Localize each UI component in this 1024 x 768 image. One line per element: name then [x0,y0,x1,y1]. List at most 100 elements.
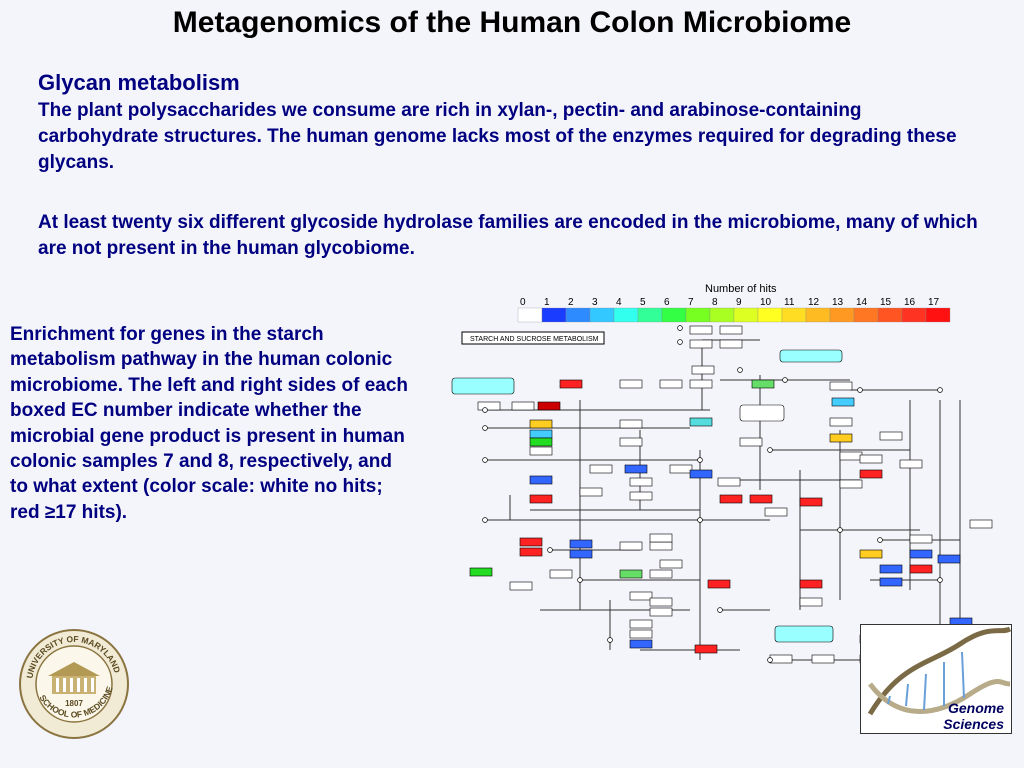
compound-node[interactable] [482,407,488,413]
enzyme-box[interactable] [629,639,653,649]
enzyme-box[interactable] [529,446,553,456]
enzyme-box[interactable] [511,401,535,411]
enzyme-box[interactable] [569,539,593,549]
enzyme-box[interactable] [689,469,713,479]
enzyme-box[interactable] [649,533,673,543]
compound-node[interactable] [717,607,723,613]
enzyme-box[interactable] [691,365,715,375]
enzyme-box[interactable] [879,564,903,574]
enzyme-box[interactable] [799,597,823,607]
enzyme-box[interactable] [649,597,673,607]
enzyme-box[interactable] [839,479,863,489]
enzyme-box[interactable] [529,429,553,439]
enzyme-box[interactable] [879,431,903,441]
compound-node[interactable] [877,537,883,543]
compound-node[interactable] [577,577,583,583]
enzyme-box[interactable] [829,417,853,427]
map-link-retinol[interactable] [739,404,785,422]
compound-node[interactable] [482,457,488,463]
enzyme-box[interactable] [717,477,741,487]
enzyme-box[interactable] [579,487,603,497]
enzyme-box[interactable] [839,451,863,461]
compound-node[interactable] [857,387,863,393]
enzyme-box[interactable] [689,379,713,389]
compound-node[interactable] [482,517,488,523]
compound-node[interactable] [547,547,553,553]
enzyme-box[interactable] [859,454,883,464]
enzyme-box[interactable] [649,541,673,551]
enzyme-box[interactable] [619,541,643,551]
compound-node[interactable] [937,577,943,583]
enzyme-box[interactable] [629,591,653,601]
enzyme-box[interactable] [799,497,823,507]
enzyme-box[interactable] [659,379,683,389]
enzyme-box[interactable] [799,579,823,589]
enzyme-box[interactable] [909,534,933,544]
enzyme-box[interactable] [719,325,743,335]
enzyme-box[interactable] [831,397,855,407]
compound-node[interactable] [482,425,488,431]
enzyme-box[interactable] [649,569,673,579]
enzyme-box[interactable] [559,379,583,389]
enzyme-box[interactable] [689,325,713,335]
enzyme-box[interactable] [829,381,853,391]
compound-node[interactable] [677,325,683,331]
enzyme-box[interactable] [739,437,763,447]
compound-node[interactable] [677,339,683,345]
enzyme-box[interactable] [937,554,961,564]
compound-node[interactable] [767,447,773,453]
enzyme-box[interactable] [689,417,713,427]
enzyme-box[interactable] [529,419,553,429]
enzyme-box[interactable] [629,619,653,629]
enzyme-box[interactable] [537,401,561,411]
compound-node[interactable] [737,367,743,373]
enzyme-box[interactable] [519,537,543,547]
enzyme-box[interactable] [477,401,501,411]
enzyme-box[interactable] [659,559,683,569]
enzyme-box[interactable] [529,475,553,485]
enzyme-box[interactable] [749,494,773,504]
enzyme-box[interactable] [619,569,643,579]
compound-node[interactable] [837,527,843,533]
enzyme-box[interactable] [649,607,673,617]
enzyme-box[interactable] [629,629,653,639]
enzyme-box[interactable] [751,379,775,389]
enzyme-box[interactable] [619,419,643,429]
enzyme-box[interactable] [669,464,693,474]
enzyme-box[interactable] [619,379,643,389]
map-link-ascorbate[interactable] [779,349,843,363]
enzyme-box[interactable] [769,654,793,664]
enzyme-box[interactable] [909,564,933,574]
enzyme-box[interactable] [829,433,853,443]
enzyme-box[interactable] [569,549,593,559]
enzyme-box[interactable] [519,547,543,557]
enzyme-box[interactable] [689,339,713,349]
enzyme-box[interactable] [624,464,648,474]
compound-node[interactable] [937,387,943,393]
enzyme-box[interactable] [719,339,743,349]
enzyme-box[interactable] [589,464,613,474]
compound-node[interactable] [782,377,788,383]
enzyme-box[interactable] [719,494,743,504]
enzyme-box[interactable] [879,577,903,587]
map-link-glycolysis[interactable] [774,625,834,643]
enzyme-box[interactable] [859,549,883,559]
enzyme-box[interactable] [619,437,643,447]
enzyme-box[interactable] [529,494,553,504]
enzyme-box[interactable] [694,644,718,654]
enzyme-box[interactable] [509,581,533,591]
enzyme-box[interactable] [764,507,788,517]
compound-node[interactable] [767,657,773,663]
compound-node[interactable] [697,457,703,463]
map-link-pentose[interactable] [451,377,515,395]
enzyme-box[interactable] [969,519,993,529]
enzyme-box[interactable] [909,549,933,559]
enzyme-box[interactable] [899,459,923,469]
enzyme-box[interactable] [859,469,883,479]
enzyme-box[interactable] [811,654,835,664]
enzyme-box[interactable] [469,567,493,577]
compound-node[interactable] [697,517,703,523]
enzyme-box[interactable] [629,477,653,487]
compound-node[interactable] [607,637,613,643]
enzyme-box[interactable] [549,569,573,579]
